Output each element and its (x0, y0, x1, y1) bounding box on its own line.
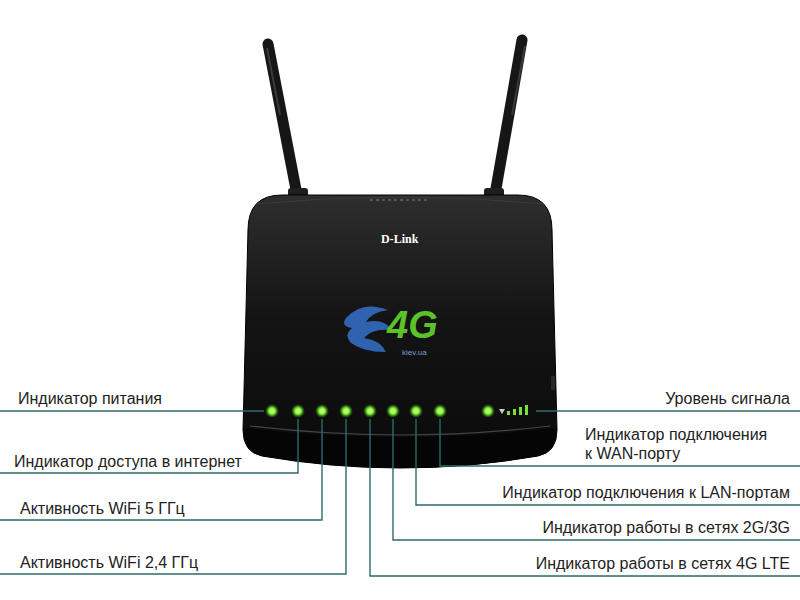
router-base (244, 428, 556, 468)
callout-label: Индикатор питания (18, 389, 162, 408)
antenna (484, 40, 525, 202)
antenna (267, 44, 308, 202)
router-body (243, 195, 557, 468)
leader-line (0, 411, 800, 576)
vent-slots (370, 199, 427, 201)
signal-bars (499, 405, 528, 415)
callout-label: Уровень сигнала (665, 389, 790, 408)
callout-label: Активность WiFi 5 ГГц (20, 499, 185, 518)
logo-text: 4G (387, 303, 438, 347)
callout-label: Активность WiFi 2,4 ГГц (20, 553, 198, 572)
brand-logo: D-Link (381, 232, 418, 246)
side-button (551, 376, 555, 390)
led-indicators (265, 404, 495, 418)
logo-caption: kiev.ua (402, 348, 427, 357)
callout-label: Индикатор подключения к WAN-порту (585, 425, 773, 463)
callout-label: Индикатор подключения к LAN-портам (502, 483, 790, 502)
logo-swirl (344, 306, 392, 352)
callout-label: Индикатор доступа в интернет (14, 452, 242, 471)
callout-label: Индикатор работы в сетях 2G/3G (542, 518, 790, 537)
callout-label: Индикатор работы в сетях 4G LTE (536, 554, 790, 573)
